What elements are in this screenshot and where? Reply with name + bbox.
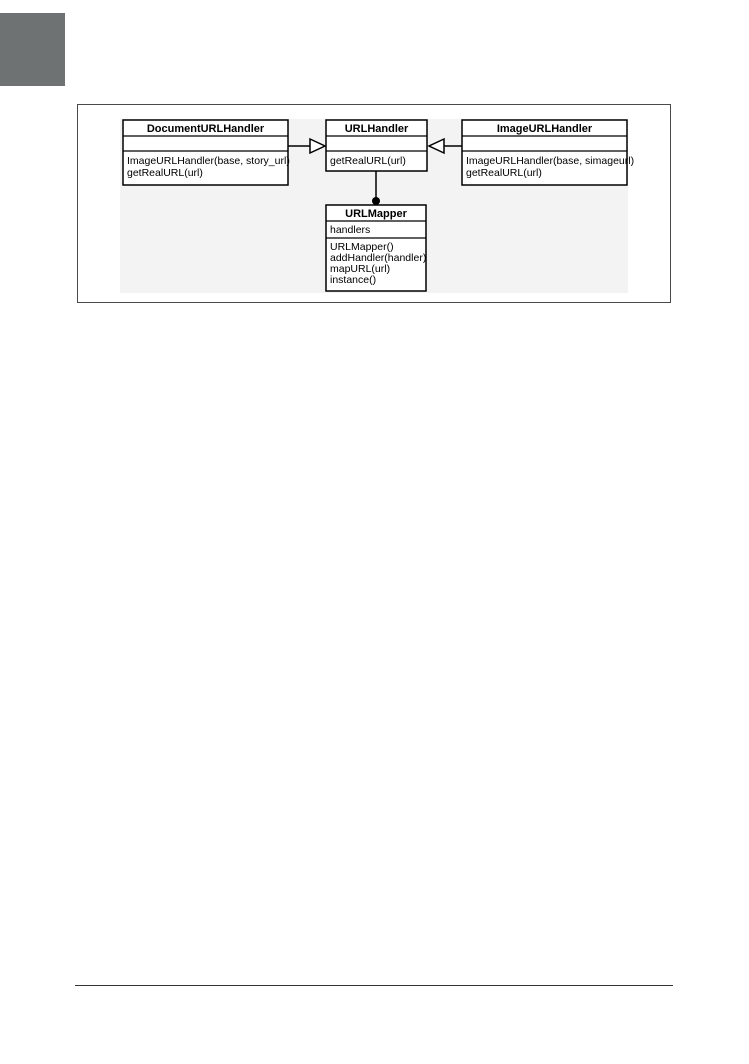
- class-method: instance(): [330, 274, 376, 286]
- class-name: URLHandler: [345, 123, 409, 135]
- figure-frame: DocumentURLHandler ImageURLHandler(base,…: [77, 104, 671, 303]
- chapter-tab: [0, 13, 65, 86]
- class-method: ImageURLHandler(base, simageurl): [466, 155, 634, 167]
- composition-dot: [372, 197, 380, 205]
- class-method: mapURL(url): [330, 263, 390, 275]
- class-method: ImageURLHandler(base, story_url): [127, 155, 290, 167]
- generalization-arrowhead-right: [427, 137, 445, 155]
- class-name: URLMapper: [345, 208, 407, 220]
- class-method: getRealURL(url): [127, 167, 203, 179]
- class-method: addHandler(handler): [330, 252, 426, 264]
- class-method: URLMapper(): [330, 241, 394, 253]
- generalization-arrowhead-left: [309, 137, 327, 155]
- class-name: DocumentURLHandler: [147, 123, 265, 135]
- class-name: ImageURLHandler: [497, 123, 593, 135]
- class-attribute: handlers: [330, 224, 370, 236]
- class-url-mapper: URLMapper handlers URLMapper() addHandle…: [325, 204, 427, 292]
- class-method: getRealURL(url): [330, 155, 406, 167]
- class-diagram: DocumentURLHandler ImageURLHandler(base,…: [120, 119, 634, 293]
- class-url-handler: URLHandler getRealURL(url): [325, 119, 428, 172]
- class-document-url-handler: DocumentURLHandler ImageURLHandler(base,…: [122, 119, 290, 186]
- class-method: getRealURL(url): [466, 167, 542, 179]
- footer-rule: [75, 985, 673, 986]
- class-image-url-handler: ImageURLHandler ImageURLHandler(base, si…: [461, 119, 634, 186]
